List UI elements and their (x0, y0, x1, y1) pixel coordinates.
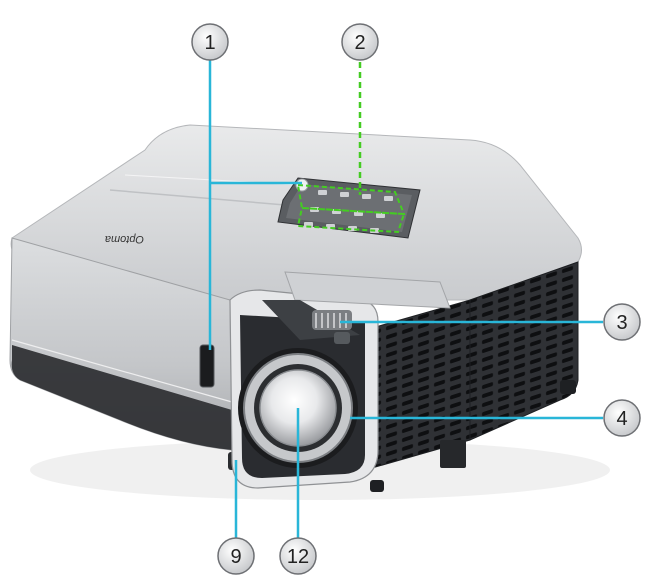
callout-9: 9 (217, 537, 255, 575)
callout-12: 12 (279, 537, 317, 575)
callout-1: 1 (191, 23, 229, 61)
control-keypad (277, 177, 421, 239)
callout-1-label: 1 (204, 32, 215, 54)
lens-shift-panel (284, 271, 451, 309)
leader-line-1 (208, 60, 302, 350)
callout-4: 4 (603, 399, 641, 437)
callout-3: 3 (603, 303, 641, 341)
keypad-highlight (296, 183, 406, 234)
callout-2: 2 (341, 23, 379, 61)
callout-12-label: 12 (287, 546, 309, 568)
brand-logo: Optoma (105, 233, 144, 245)
ir-receiver (199, 344, 215, 388)
callout-2-label: 2 (354, 32, 365, 54)
rear-foot (560, 380, 576, 394)
zoom-focus-ring (312, 310, 352, 330)
callout-3-label: 3 (616, 312, 627, 334)
callout-4-label: 4 (616, 408, 627, 430)
front-foot-right (370, 480, 384, 492)
callout-9-label: 9 (230, 546, 241, 568)
